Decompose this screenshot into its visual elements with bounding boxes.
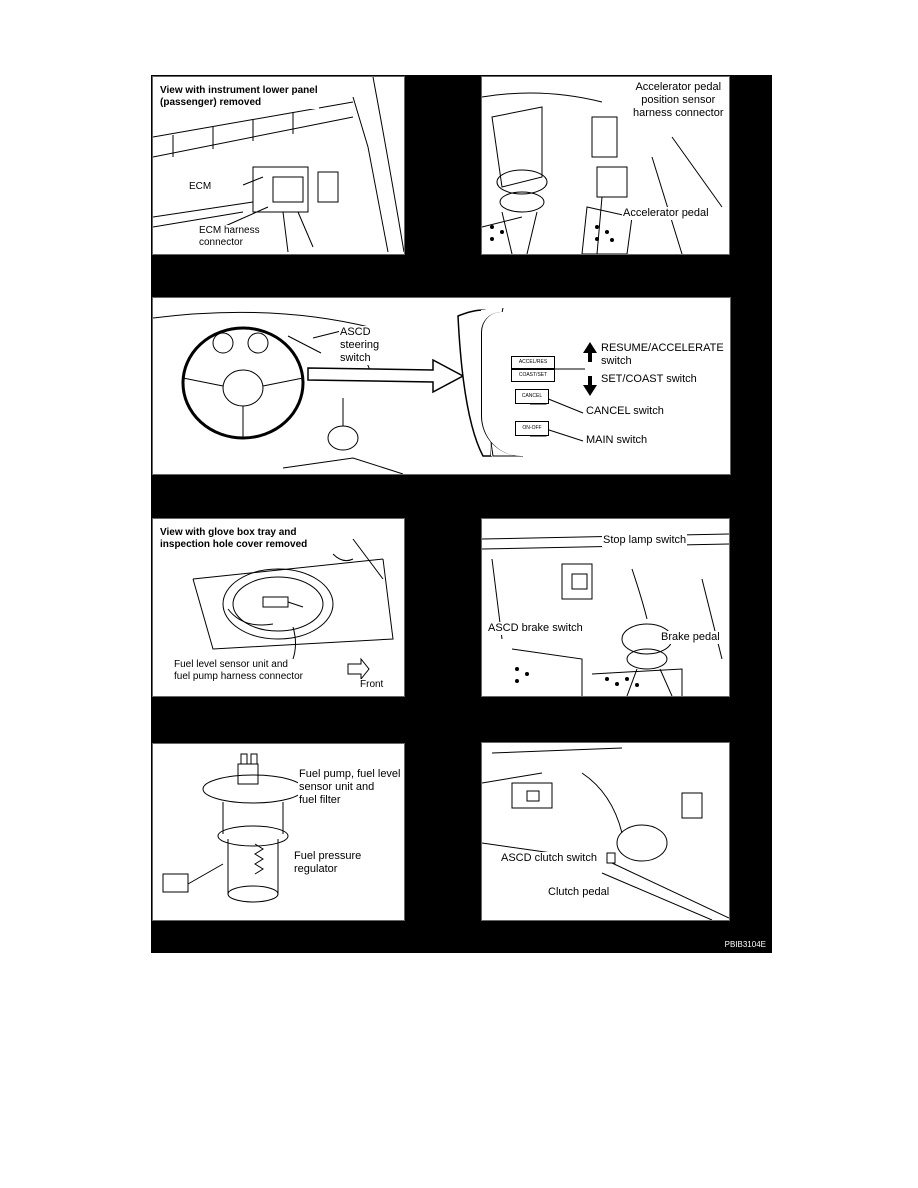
fuel-level-connector-label: Fuel level sensor unit and fuel pump har… <box>173 659 304 683</box>
main-switch-label: MAIN switch <box>585 434 649 447</box>
cancel-switch-label: CANCEL switch <box>585 405 665 418</box>
front-label: Front <box>359 679 385 691</box>
steering-illustration <box>153 307 597 474</box>
ecm-harness-label: ECM harness connector <box>198 225 261 249</box>
fuel-level-caption: View with glove box tray and inspection … <box>159 527 309 551</box>
figure-code: PBIB3104E <box>724 940 766 949</box>
ecm-label: ECM <box>188 181 213 193</box>
set-coast-label: SET/COAST switch <box>600 373 698 386</box>
panel-fuel-pump: Fuel pump, fuel level sensor unit and fu… <box>152 743 405 921</box>
fuel-pump-illustration <box>162 753 304 903</box>
panel-ascd-steering: ACCEL/RES COAST/SET CANCEL ON-OFF ASCD s… <box>152 297 731 475</box>
ascd-clutch-label: ASCD clutch switch <box>500 852 598 865</box>
ascd-steering-label: ASCD steering switch <box>339 326 381 365</box>
accel-res-button: ACCEL/RES <box>511 356 555 369</box>
figure-sheet: View with instrument lower panel (passen… <box>151 75 772 953</box>
fuel-level-illustration <box>192 538 394 681</box>
on-off-button: ON-OFF <box>515 421 549 436</box>
accelerator-sensor-label: Accelerator pedal position sensor harnes… <box>632 81 725 120</box>
fuel-pump-label: Fuel pump, fuel level sensor unit and fu… <box>298 768 402 807</box>
cancel-button-label: CANCEL <box>521 393 543 399</box>
coast-set-button-label: COAST/SET <box>518 372 548 378</box>
ecm-panel-caption: View with instrument lower panel (passen… <box>159 85 319 109</box>
brake-pedal-label: Brake pedal <box>660 631 721 644</box>
on-off-button-label: ON-OFF <box>522 425 542 431</box>
clutch-illustration <box>482 747 729 920</box>
ascd-brake-label: ASCD brake switch <box>487 622 584 635</box>
stop-lamp-label: Stop lamp switch <box>602 534 688 547</box>
accel-res-button-label: ACCEL/RES <box>518 359 548 365</box>
panel-clutch-switch: ASCD clutch switch Clutch pedal <box>481 742 730 921</box>
panel-fuel-level-connector: View with glove box tray and inspection … <box>152 518 405 697</box>
coast-set-button: COAST/SET <box>511 369 555 382</box>
clutch-pedal-label: Clutch pedal <box>547 886 611 899</box>
panel-brake-switches: Stop lamp switch ASCD brake switch Brake… <box>481 518 730 697</box>
cancel-button: CANCEL <box>515 389 549 404</box>
fuel-pressure-regulator-label: Fuel pressure regulator <box>293 850 363 876</box>
panel-ecm: View with instrument lower panel (passen… <box>152 76 405 255</box>
ecm-illustration <box>153 77 404 253</box>
resume-accelerate-label: RESUME/ACCELERATE switch <box>600 342 725 368</box>
accelerator-pedal-label: Accelerator pedal <box>622 207 710 220</box>
panel-accelerator-sensor: Accelerator pedal position sensor harnes… <box>481 76 730 255</box>
accelerator-illustration <box>482 92 723 254</box>
